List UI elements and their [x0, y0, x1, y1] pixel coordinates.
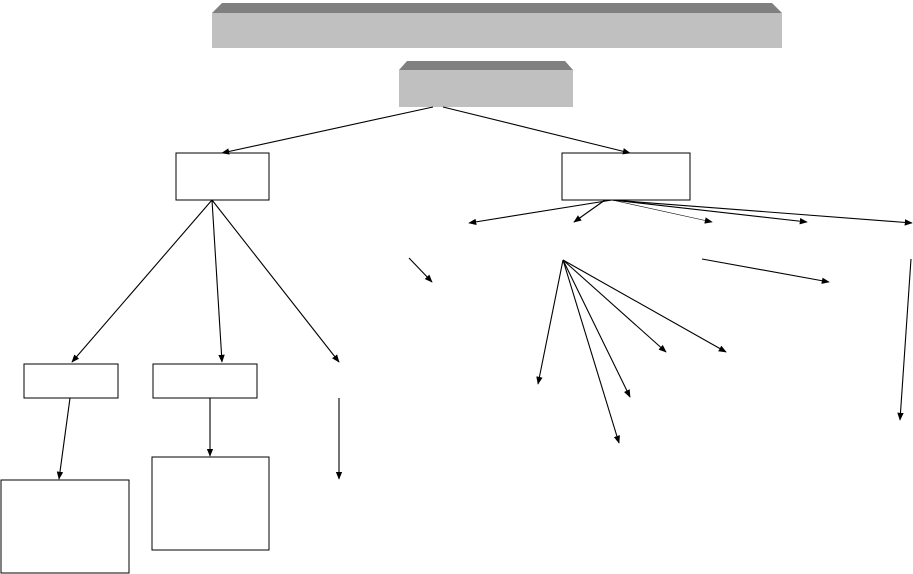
arrow-left-to-third: [211, 199, 340, 363]
arrow-sub-to-left: [221, 106, 434, 155]
arrow-right-fan-4: [611, 199, 808, 225]
arrow-fan2-5: [562, 259, 727, 353]
left-box: [175, 152, 270, 201]
arrow-fan2-4: [562, 259, 667, 353]
arrow-right-edge-vertical: [897, 258, 912, 421]
right-box: [561, 152, 691, 201]
arrow-fan2-2: [562, 259, 620, 444]
arrow-small-diagonal: [408, 257, 433, 283]
arrow-fan2-3: [562, 259, 631, 398]
title-banner: [212, 3, 782, 48]
arrow-fan2-1: [536, 259, 564, 385]
arrow-left-to-child1: [71, 199, 213, 363]
arrow-left-to-child2: [211, 199, 225, 363]
arrow-child1-to-leaf1: [56, 397, 71, 480]
arrow-right-fan-5: [611, 199, 913, 226]
arrow-right-fan-2: [573, 199, 606, 223]
arrow-sub-to-right: [442, 106, 631, 155]
left-child-box-1: [23, 363, 119, 399]
left-child-box-2: [152, 363, 258, 399]
sub-banner: [399, 61, 573, 107]
arrow-right-fan-1: [468, 199, 613, 226]
arrow-right-fan-3: [611, 199, 713, 224]
arrow-right-horizontal: [701, 258, 830, 284]
leaf-box-2: [151, 456, 270, 551]
connector-arrows: [56, 106, 913, 480]
leaf-box-1: [0, 479, 130, 574]
